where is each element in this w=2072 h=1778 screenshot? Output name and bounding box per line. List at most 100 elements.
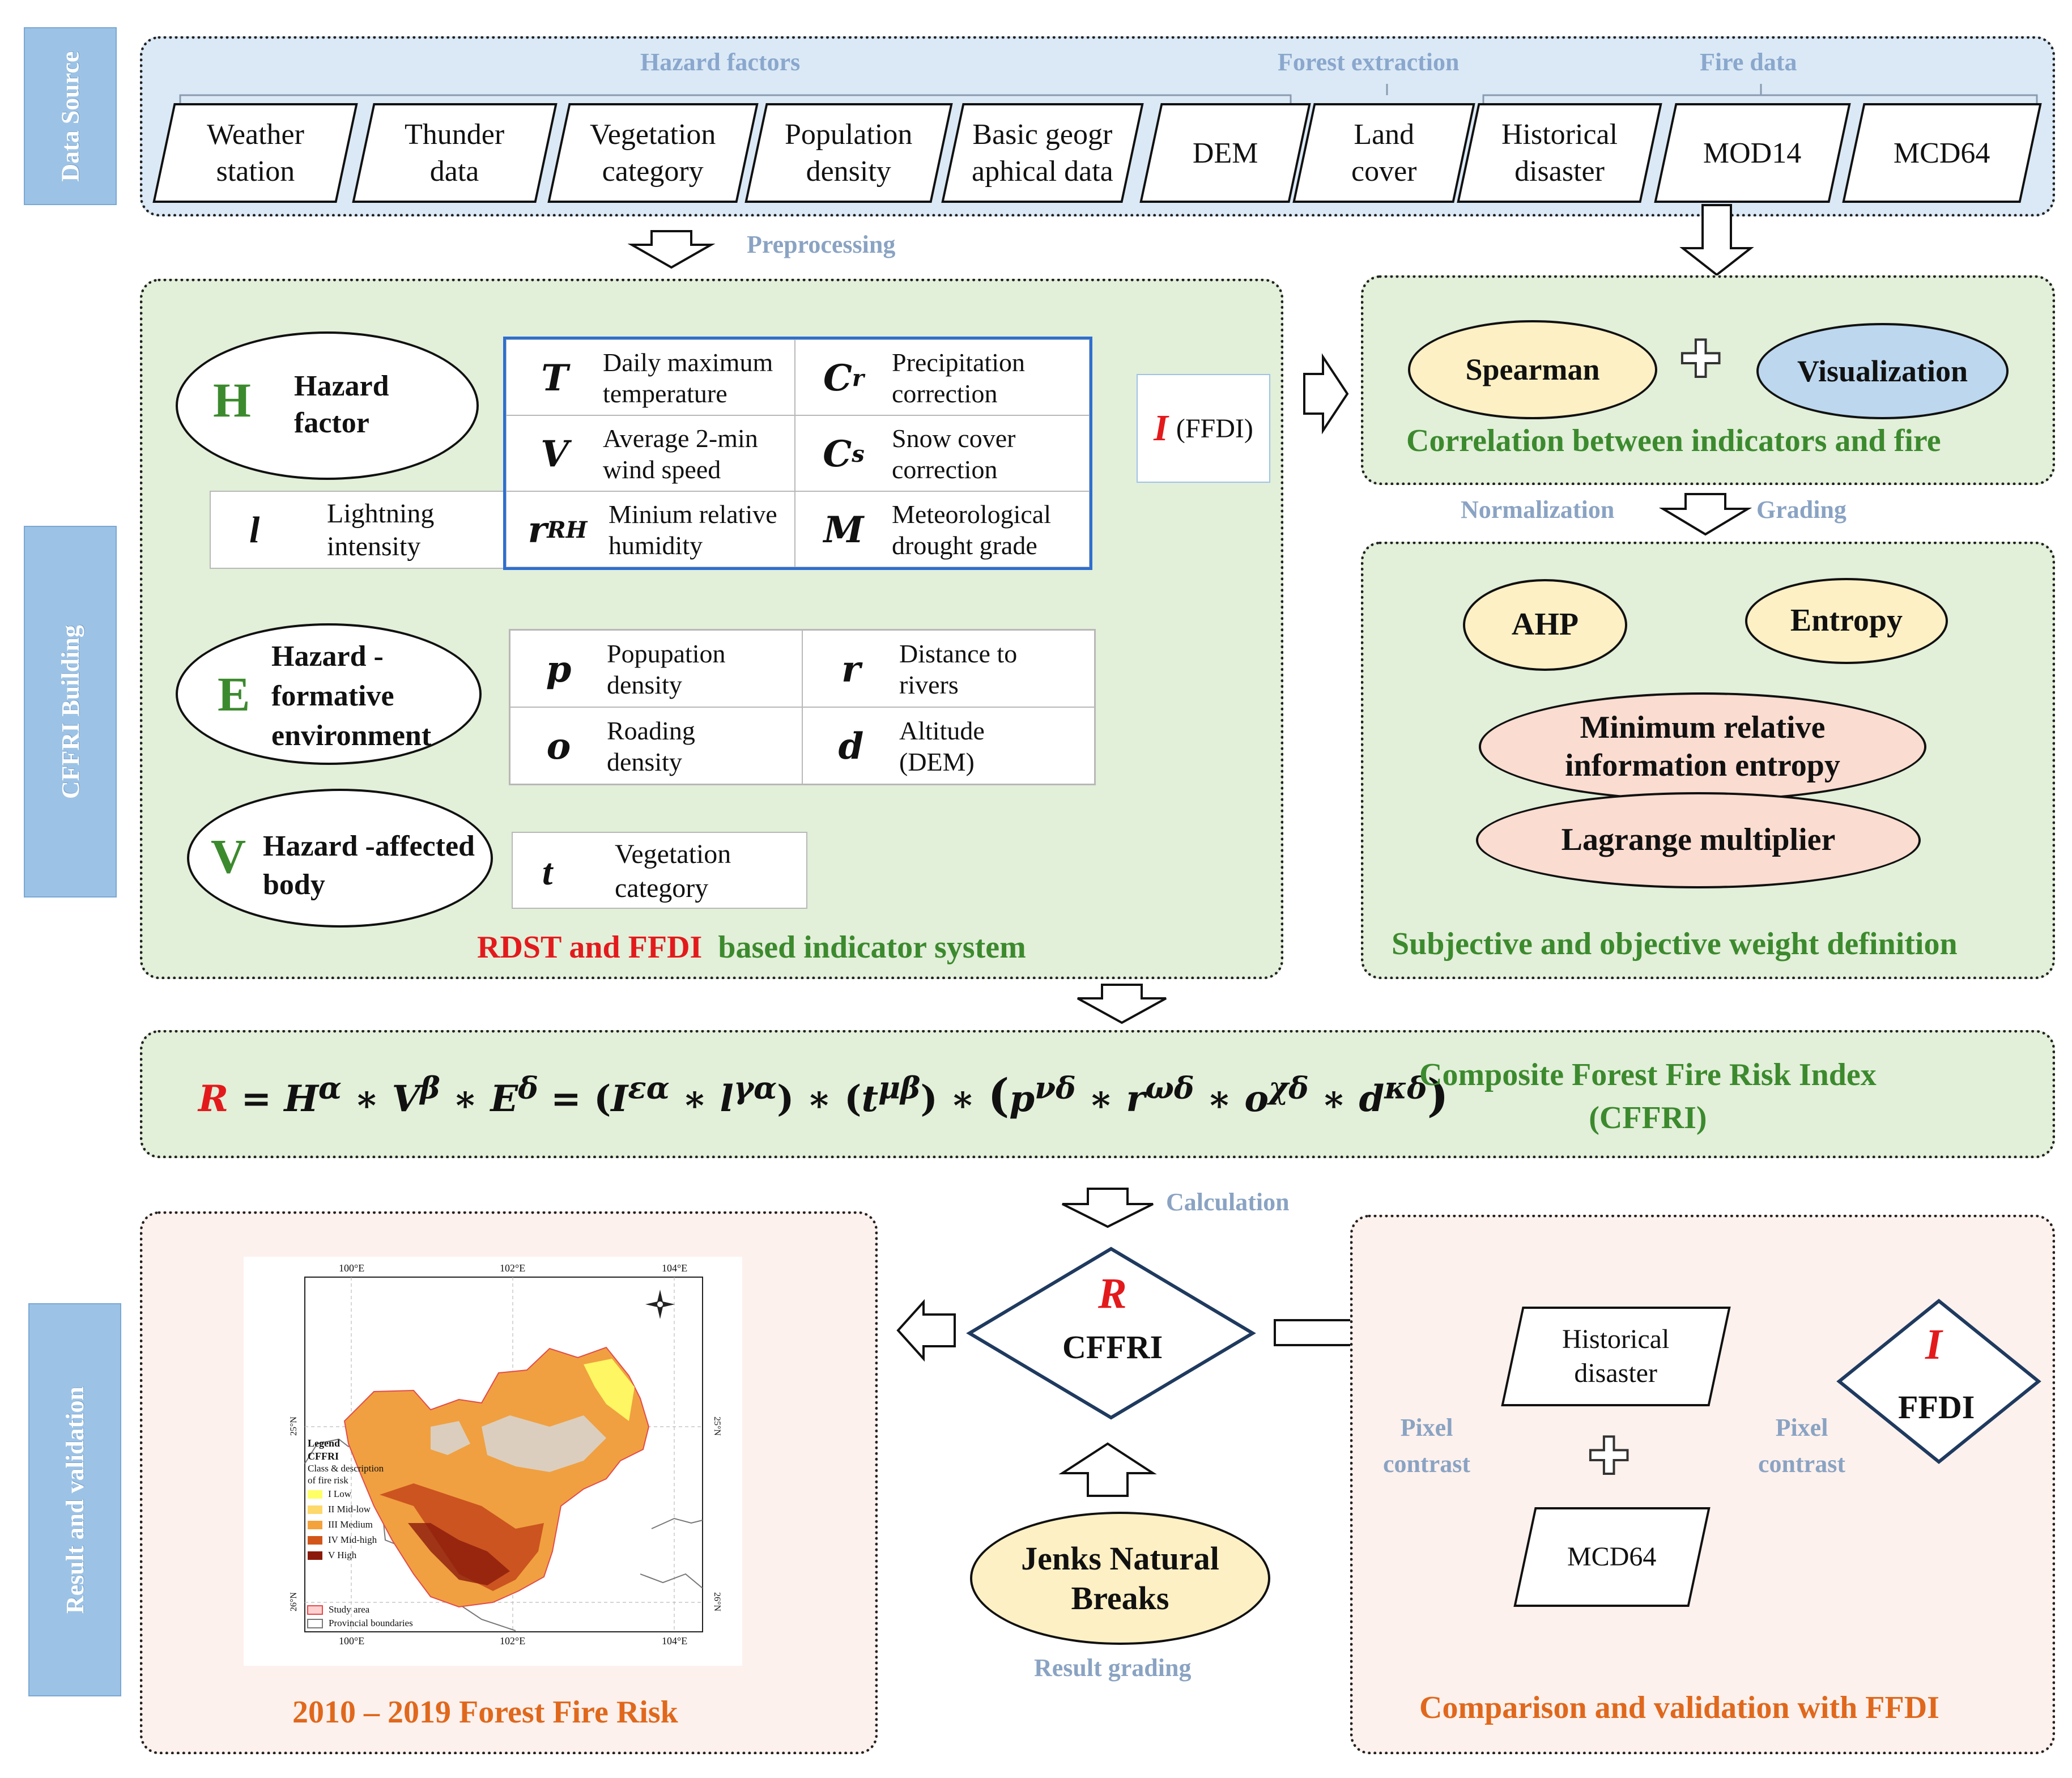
label-calculation: Calculation: [1166, 1188, 1290, 1216]
side-label-result-validation: Result and validation: [28, 1303, 121, 1696]
ffdi-diamond-label: FFDI: [1898, 1389, 1975, 1426]
data-item-mod14: MOD14: [1654, 103, 1851, 203]
label-pixel-contrast-right: Pixel contrast: [1758, 1414, 1845, 1478]
map-legend: Legend CFFRI Class & description of fire…: [308, 1437, 384, 1563]
arrow-to-map: [896, 1299, 956, 1362]
legend-class-row: III Medium: [308, 1517, 384, 1533]
legend-desc-2: of fire risk: [308, 1475, 348, 1486]
legend-swatch: [308, 1505, 322, 1514]
legend-desc-1: Class & description: [308, 1463, 384, 1474]
indicator-symbol: p: [546, 648, 572, 691]
ellipse-lagrange-multiplier: Lagrange multiplier: [1476, 792, 1921, 888]
cffri-formula-panel: [140, 1030, 2055, 1158]
indicator-symbol: d: [838, 725, 864, 768]
cffri-formula: R = Hα ∗ Vβ ∗ Eδ = (Iεα ∗ lγα) ∗ (tμβ) ∗…: [198, 1069, 1449, 1122]
plus-icon-validation: ✚: [1586, 1428, 1631, 1486]
ellipse-ahp: AHP: [1463, 579, 1627, 671]
map-tick-left-2: 26°N: [288, 1592, 299, 1611]
map-tick-bottom-1: 100°E: [339, 1635, 365, 1647]
map-tick-right-1: 25°N: [712, 1417, 722, 1436]
plus-icon: ✚: [1678, 331, 1723, 389]
ellipse-entropy: Entropy: [1745, 578, 1948, 664]
cffri-diamond: [966, 1247, 1256, 1420]
forest-fire-risk-caption: 2010 – 2019 Forest Fire Risk: [292, 1695, 678, 1730]
cffri-diamond-symbol: R: [1098, 1270, 1127, 1317]
cffri-title: Composite Forest Fire Risk Index(CFFRI): [1419, 1057, 1877, 1135]
cffri-risk-map: 100°E 102°E 104°E 100°E 102°E 104°E 25°N…: [244, 1257, 742, 1666]
map-tick-top-3: 104°E: [662, 1262, 688, 1274]
side-label-data-source: Data Source: [24, 27, 117, 205]
ffdi-box: I (FFDI): [1137, 374, 1270, 483]
legend-class-label: I Low: [328, 1488, 352, 1500]
legend-class-label: II Mid-low: [328, 1504, 371, 1515]
data-item-mcd64: MCD64: [1842, 103, 2042, 203]
group-label-forest-extraction: Forest extraction: [1278, 48, 1460, 76]
arrow-preprocessing: [627, 230, 716, 269]
cffri-diamond-label: CFFRI: [1062, 1329, 1163, 1366]
side-label-cffri-building: CFFRI Building: [24, 526, 117, 897]
map-graphic: [304, 1277, 703, 1632]
weight-definition-caption: Subjective and objective weight definiti…: [1392, 926, 1958, 962]
indicator-symbol: o: [546, 725, 571, 768]
validation-panel: [1350, 1215, 2055, 1754]
map-tick-bottom-3: 104°E: [662, 1635, 688, 1647]
indicator-description: Altitude(DEM): [899, 716, 985, 776]
validation-caption: Comparison and validation with FFDI: [1419, 1690, 1939, 1725]
legend-study-area: Study area: [329, 1604, 370, 1615]
ellipse-visualization: Visualization: [1756, 323, 2009, 419]
indicator-symbol: r: [841, 648, 861, 691]
legend-title: Legend: [308, 1437, 341, 1449]
indicator-system-caption: RDST and FFDI based indicator system: [477, 930, 1026, 965]
legend-class-label: III Medium: [328, 1519, 373, 1530]
map-tick-top-2: 102°E: [500, 1262, 526, 1274]
label-normalization: Normalization: [1461, 496, 1615, 524]
legend-swatch: [308, 1551, 322, 1560]
legend-class-row: II Mid-low: [308, 1502, 384, 1517]
arrow-calculation: [1062, 1188, 1154, 1228]
legend-swatch: [308, 1520, 322, 1529]
arrow-jenks-to-cffri: [1058, 1442, 1157, 1497]
data-item-dem: DEM: [1139, 103, 1311, 203]
legend-class-label: V High: [328, 1550, 357, 1561]
indicator-cell: d Altitude(DEM): [802, 707, 1095, 784]
ellipse-spearman: Spearman: [1408, 320, 1657, 419]
mcd64-box: MCD64: [1513, 1507, 1711, 1607]
legend-swatch: [308, 1490, 322, 1499]
label-grading: Grading: [1756, 496, 1846, 524]
legend-class-row: I Low: [308, 1487, 384, 1502]
map-tick-bottom-2: 102°E: [500, 1635, 526, 1647]
legend-class-row: V High: [308, 1548, 384, 1563]
group-brackets: [179, 84, 2038, 108]
